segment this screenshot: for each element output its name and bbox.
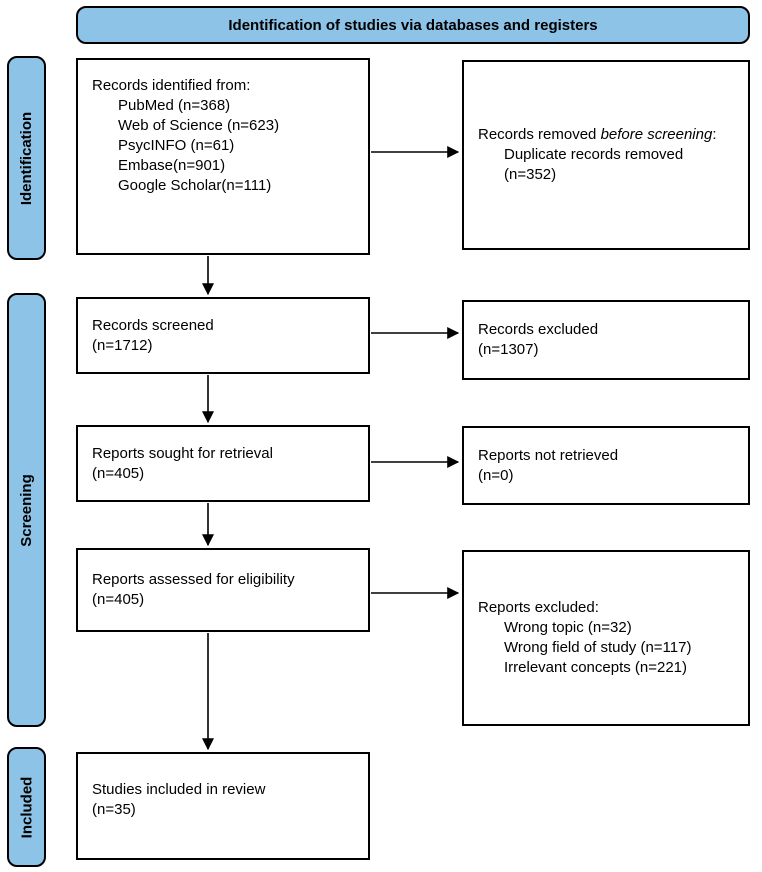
box-item: Duplicate records removed (n=352) — [504, 146, 684, 183]
box-line: Records screened — [92, 316, 214, 334]
box-count: (n=35) — [92, 801, 136, 818]
phase-label-screening: Screening — [7, 293, 46, 727]
box-records-removed: Records removed before screening: Duplic… — [462, 60, 750, 250]
box-title: Reports excluded: — [478, 599, 599, 616]
title-text: Records removed — [478, 126, 601, 143]
box-item-list: Duplicate records removed (n=352) — [504, 145, 734, 185]
box-count: (n=1712) — [92, 336, 153, 354]
phase-label-identification: Identification — [7, 56, 46, 260]
box-item: PubMed (n=368) — [118, 97, 231, 114]
box-reports-assessed: Reports assessed for eligibility (n=405) — [76, 548, 370, 632]
diagram-title: Identification of studies via databases … — [228, 16, 598, 34]
box-reports-sought: Reports sought for retrieval (n=405) — [76, 425, 370, 502]
box-records-excluded: Records excluded (n=1307) — [462, 300, 750, 380]
box-count: (n=405) — [92, 591, 145, 608]
box-reports-excluded: Reports excluded: Wrong topic (n=32) Wro… — [462, 550, 750, 726]
diagram-header: Identification of studies via databases … — [76, 6, 750, 44]
box-item-list: Wrong topic (n=32) Wrong field of study … — [504, 618, 734, 678]
box-line: Reports assessed for eligibility — [92, 571, 295, 588]
phase-label-included: Included — [7, 747, 46, 867]
box-line: Reports sought for retrieval — [92, 444, 273, 462]
phase-label-text: Included — [18, 776, 36, 838]
box-count: (n=405) — [92, 464, 145, 482]
box-records-identified: Records identified from: PubMed (n=368) … — [76, 58, 370, 255]
box-title: Records removed before screening: — [478, 125, 734, 145]
title-text: : — [712, 126, 717, 143]
box-line: Reports not retrieved — [478, 446, 619, 464]
box-line: Records excluded — [478, 321, 599, 338]
box-count: (n=0) — [478, 466, 514, 484]
box-item: Web of Science (n=623) — [118, 117, 280, 134]
box-item: Wrong topic (n=32) — [504, 619, 632, 636]
box-title: Records identified from: — [92, 77, 251, 94]
box-item-list: PubMed (n=368) Web of Science (n=623) Ps… — [118, 96, 354, 196]
box-item: PsycINFO (n=61) — [118, 137, 235, 154]
box-records-screened: Records screened (n=1712) — [76, 297, 370, 374]
box-line: Studies included in review — [92, 781, 266, 798]
phase-label-text: Identification — [18, 111, 35, 205]
title-italic-text: before screening — [600, 126, 713, 143]
box-item: Irrelevant concepts (n=221) — [504, 659, 688, 676]
box-count: (n=1307) — [478, 341, 539, 358]
box-item: Embase(n=901) — [118, 157, 226, 174]
box-studies-included: Studies included in review (n=35) — [76, 752, 370, 860]
box-item: Google Scholar(n=111) — [118, 177, 272, 194]
box-item: Wrong field of study (n=117) — [504, 639, 692, 656]
phase-label-text: Screening — [18, 473, 35, 547]
box-reports-not-retrieved: Reports not retrieved (n=0) — [462, 426, 750, 505]
